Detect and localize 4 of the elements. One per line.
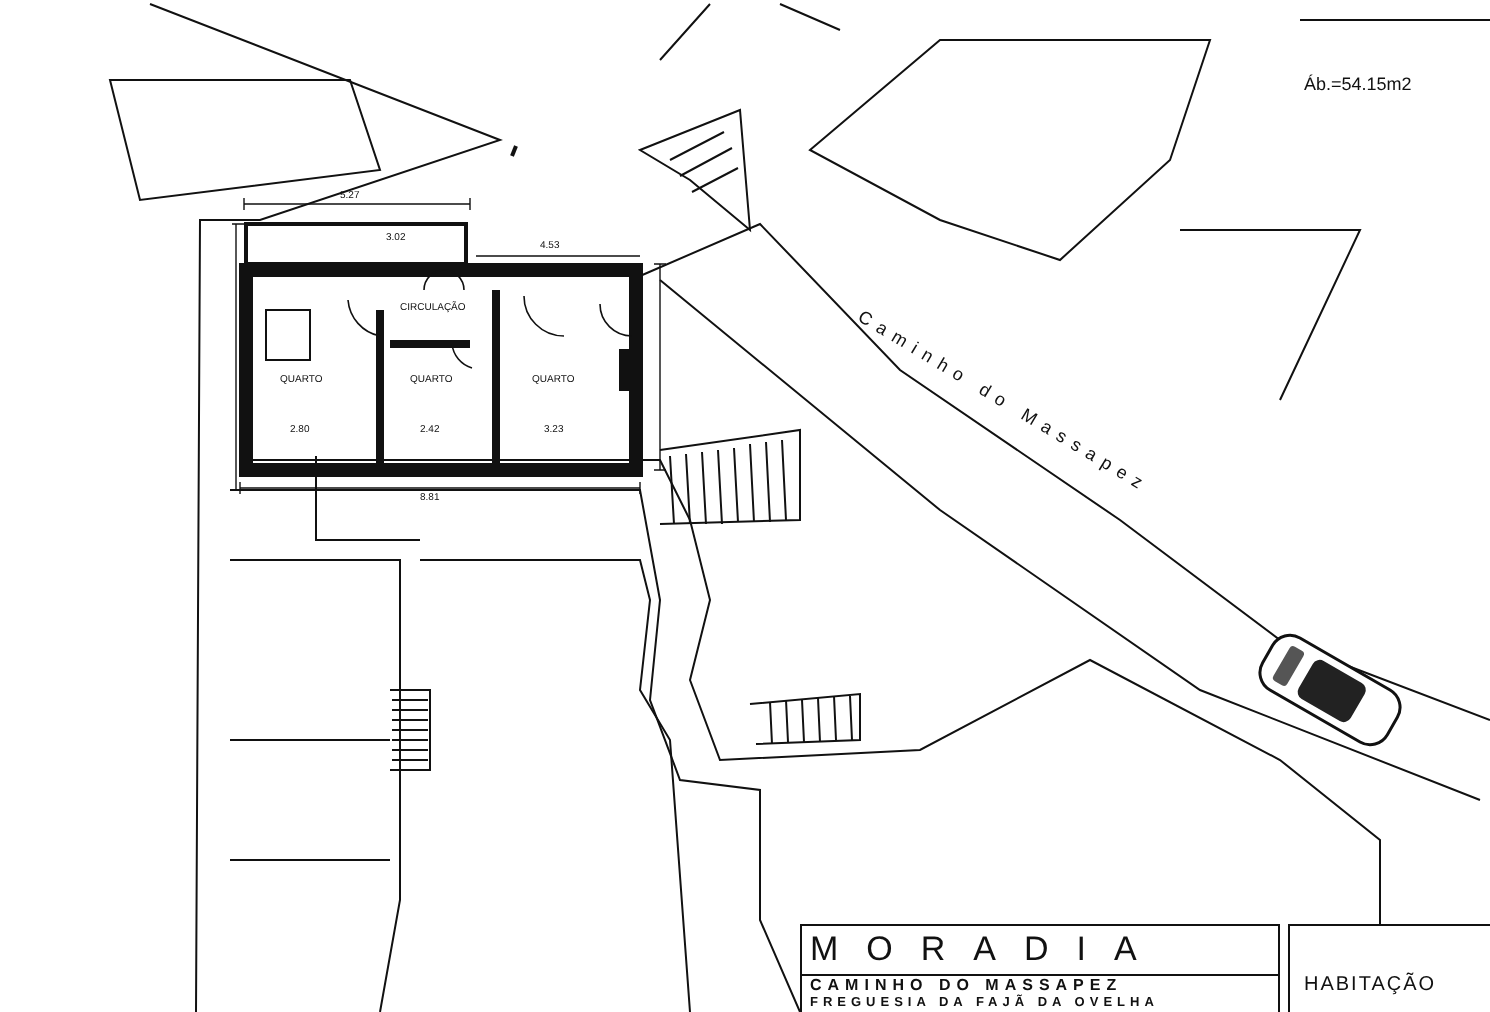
title-text: MORADIA bbox=[810, 932, 1165, 966]
area-note: Áb.=54.15m2 bbox=[1304, 76, 1412, 94]
address-text: CAMINHO DO MASSAPEZ bbox=[810, 978, 1123, 994]
category-text: HABITAÇÃO bbox=[1304, 976, 1437, 996]
